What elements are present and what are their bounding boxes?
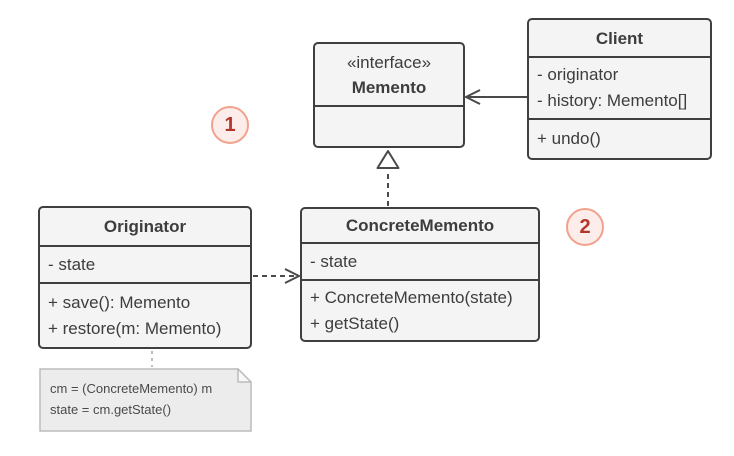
class-attributes: - state: [40, 245, 250, 282]
class-box-concrete-memento: ConcreteMemento - state + ConcreteMement…: [300, 207, 540, 342]
class-attribute: - history: Memento[]: [537, 91, 688, 110]
class-attribute: - state: [310, 251, 358, 271]
class-name: Memento: [351, 77, 427, 97]
note: cm = (ConcreteMemento) m state = cm.getS…: [39, 368, 252, 432]
note-text: cm = (ConcreteMemento) m state = cm.getS…: [50, 378, 212, 420]
class-header-memento: «interface» Memento: [315, 44, 463, 105]
class-header-client: Client: [529, 20, 710, 56]
class-method: + undo(): [537, 129, 601, 148]
realization-arrow-concrete-memento-to-memento: [376, 150, 400, 206]
class-name: Originator: [103, 217, 187, 236]
class-methods: + undo(): [529, 118, 710, 158]
class-methods: + save(): Memento + restore(m: Memento): [40, 282, 250, 347]
badge-1: 1: [211, 106, 249, 144]
class-method: + save(): Memento: [48, 292, 191, 312]
class-header-originator: Originator: [40, 208, 250, 245]
class-methods: + ConcreteMemento(state) + getState(): [302, 279, 538, 340]
class-name: Client: [595, 28, 644, 48]
note-shape: [39, 368, 252, 432]
badge-2: 2: [566, 208, 604, 246]
class-stereotype: «interface»: [346, 52, 432, 72]
class-method: + restore(m: Memento): [48, 318, 222, 338]
class-box-memento: «interface» Memento: [313, 42, 465, 148]
note-line: cm = (ConcreteMemento) m: [50, 381, 213, 396]
class-attribute: - state: [48, 254, 96, 274]
class-box-client: Client - originator - history: Memento[]…: [527, 18, 712, 160]
association-arrow-client-to-memento: [463, 89, 527, 105]
class-empty-compartment: [315, 105, 463, 146]
class-box-originator: Originator - state + save(): Memento + r…: [38, 206, 252, 349]
class-attributes: - state: [302, 242, 538, 279]
class-attributes: - originator - history: Memento[]: [529, 56, 710, 118]
note-line: state = cm.getState(): [50, 402, 172, 417]
class-header-concrete-memento: ConcreteMemento: [302, 209, 538, 242]
class-name: ConcreteMemento: [345, 216, 495, 235]
class-method: + ConcreteMemento(state): [310, 287, 513, 307]
note-fold-corner: [237, 368, 252, 383]
dependency-arrow-originator-to-concrete-memento: [253, 268, 302, 284]
class-attribute: - originator: [537, 65, 619, 84]
class-method: + getState(): [310, 313, 400, 333]
